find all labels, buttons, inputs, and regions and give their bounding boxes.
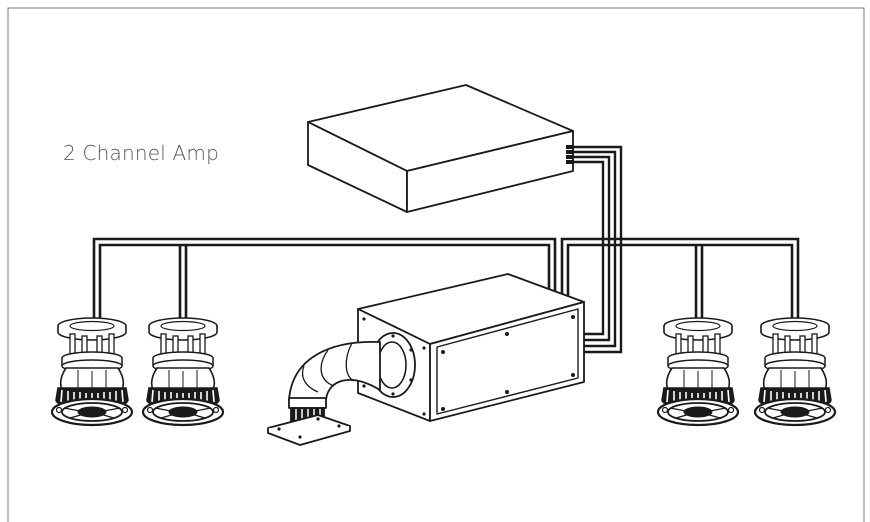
pendant-speaker-4 <box>753 316 837 427</box>
pendant-speaker-2 <box>141 316 225 427</box>
amp-label: 2 Channel Amp <box>63 141 220 165</box>
amp-cable <box>573 145 623 354</box>
subwoofer-cabinet <box>357 273 585 422</box>
amplifier-box <box>307 84 574 213</box>
amp-connectors <box>566 145 574 164</box>
pendant-speaker-3 <box>656 316 740 427</box>
frame-border <box>7 7 865 522</box>
elbow-port-pipe <box>267 341 381 446</box>
pendant-speaker-1 <box>50 316 134 427</box>
